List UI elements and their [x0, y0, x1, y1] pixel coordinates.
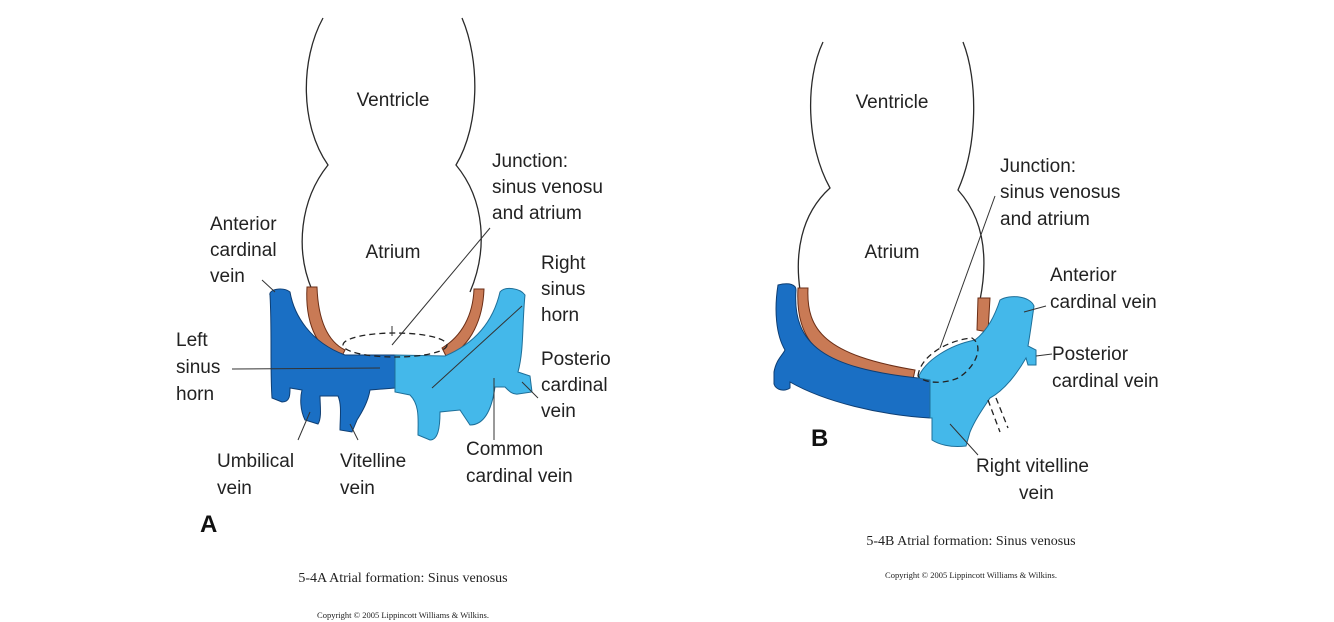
junction-label-a: Junction: sinus venosu and atrium — [492, 151, 608, 224]
leader-lines-a — [231, 227, 539, 441]
copyright-b: Copyright © 2005 Lippincott Williams & W… — [885, 570, 1057, 580]
common-cardinal-label-a: Common cardinal vein — [466, 439, 573, 487]
vitelline-label-a: Vitelline vein — [340, 451, 411, 499]
ventricle-label-b: Ventricle — [856, 92, 929, 113]
heart-tube-outline-a — [301, 17, 482, 293]
panel-a: Ventricle Atrium Junction: sinus venosu … — [176, 17, 616, 620]
anterior-cardinal-label-a: Anterior cardinal vein — [210, 214, 282, 287]
junction-label-b: Junction: sinus venosus and atrium — [1000, 156, 1126, 230]
right-sinus-horn-label-a: Right sinus horn — [541, 253, 591, 326]
left-horn-remnant-b — [773, 283, 931, 419]
ventricle-label-a: Ventricle — [357, 90, 430, 111]
panel-letter-b: B — [811, 425, 828, 452]
caption-b: 5-4B Atrial formation: Sinus venosus — [866, 534, 1075, 549]
junction-oval-b — [917, 337, 979, 383]
dashed-vessel-b — [987, 397, 1009, 433]
right-sinus-horn-shape-b — [917, 296, 1037, 447]
atrium-label-b: Atrium — [865, 242, 920, 263]
panel-letter-a: A — [200, 511, 217, 538]
atrium-label-a: Atrium — [366, 242, 421, 263]
junction-oval-a — [342, 332, 448, 358]
heart-tube-outline-b — [797, 41, 985, 301]
leader-lines-b — [939, 195, 1053, 456]
caption-a: 5-4A Atrial formation: Sinus venosus — [298, 571, 507, 586]
umbilical-label-a: Umbilical vein — [217, 451, 299, 499]
panel-b: Ventricle Atrium Junction: sinus venosus… — [773, 41, 1159, 580]
posterior-cardinal-label-b: Posterior cardinal vein — [1052, 344, 1159, 392]
left-sinus-horn-label-a: Left sinus horn — [176, 330, 226, 405]
anterior-cardinal-label-b: Anterior cardinal vein — [1050, 265, 1157, 313]
right-vitelline-label-b: Right vitelline vein — [976, 456, 1094, 504]
left-sinus-horn-shape — [269, 288, 396, 433]
posterior-cardinal-label-a: Posterio cardinal vein — [541, 349, 616, 422]
right-sinus-horn-shape — [394, 287, 533, 441]
copyright-a: Copyright © 2005 Lippincott Williams & W… — [317, 610, 489, 620]
